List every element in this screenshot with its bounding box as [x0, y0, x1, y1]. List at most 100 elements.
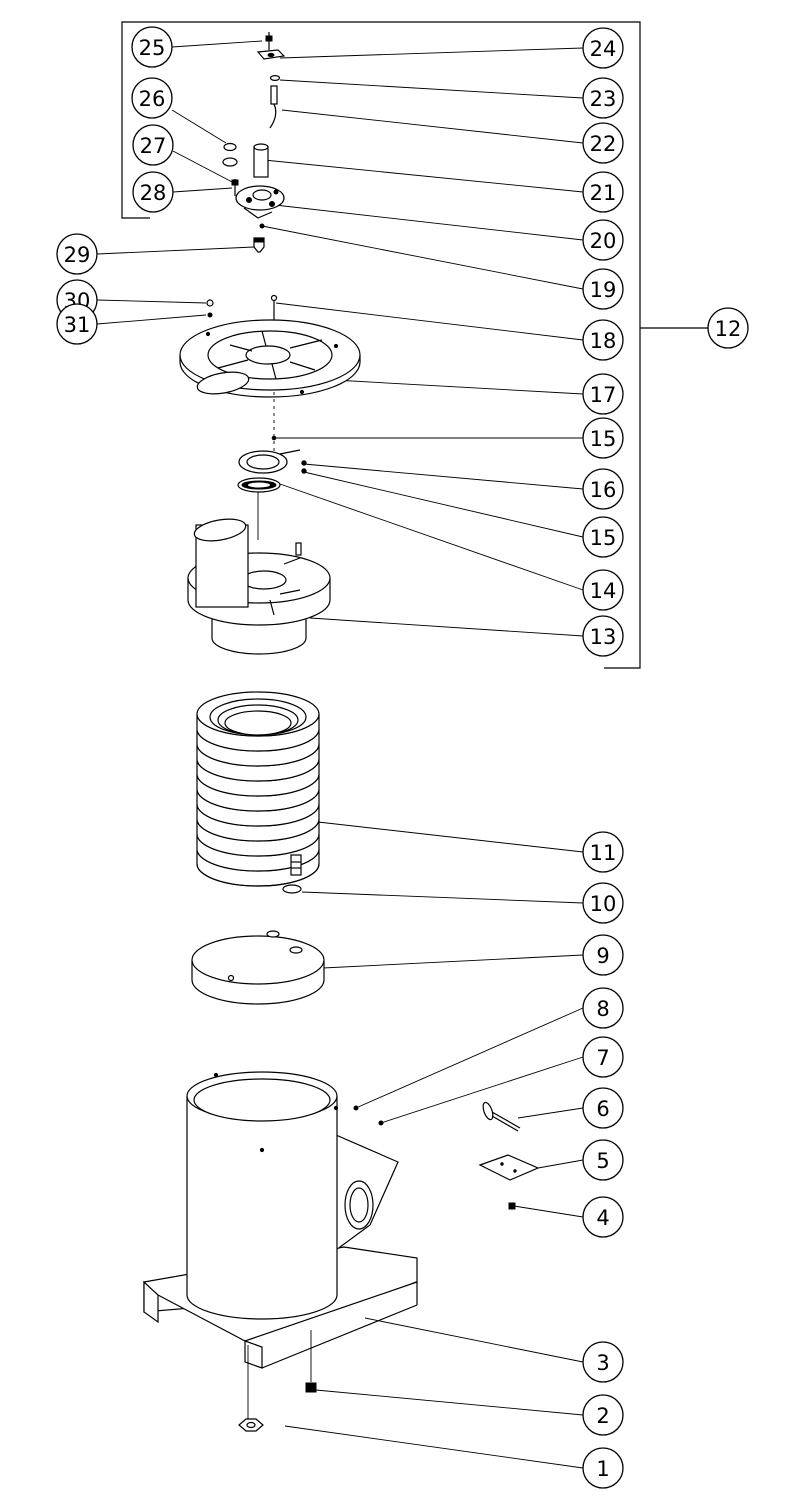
- callout-circle: [582, 831, 624, 873]
- callout-c5: 5: [582, 1139, 624, 1181]
- callout-number: 20: [590, 229, 617, 253]
- callout-number: 29: [64, 243, 91, 267]
- callout-c22: 22: [582, 122, 624, 164]
- callout-circle: [707, 307, 749, 349]
- heat-exchanger-coil: [196, 691, 320, 887]
- callout-circle: [582, 27, 624, 69]
- callout-number: 1: [596, 1457, 609, 1481]
- callout-circle: [582, 1341, 624, 1383]
- coil-inner-ring: [224, 710, 292, 736]
- callout-c6: 6: [582, 1087, 624, 1129]
- callout-c28: 28: [132, 171, 174, 213]
- callout-circle: [582, 569, 624, 611]
- callout-c14: 14: [582, 569, 624, 611]
- callout-number: 24: [590, 37, 617, 61]
- callout-number: 16: [590, 478, 617, 502]
- callout-number: 15: [590, 526, 617, 550]
- callout-c8: 8: [582, 987, 624, 1029]
- callout-number: 7: [596, 1046, 609, 1070]
- square-plate: [478, 1154, 540, 1181]
- callout-number: 9: [596, 944, 609, 968]
- callout-circle: [582, 171, 624, 213]
- callout-c15a: 15: [582, 417, 624, 459]
- callout-c2: 2: [582, 1394, 624, 1436]
- callout-circle: [582, 468, 624, 510]
- callout-number: 31: [64, 313, 91, 337]
- callout-number: 22: [590, 132, 617, 156]
- callout-circle: [582, 516, 624, 558]
- callout-c11: 11: [582, 831, 624, 873]
- callout-labels: 1234567891011121314151615171819202122232…: [56, 26, 749, 1489]
- callout-c3: 3: [582, 1341, 624, 1383]
- callout-c21: 21: [582, 171, 624, 213]
- callout-number: 23: [590, 87, 617, 111]
- fasteners-15-16: [271, 392, 307, 474]
- callout-c18: 18: [582, 319, 624, 361]
- callout-c7: 7: [582, 1036, 624, 1078]
- callout-number: 15: [590, 427, 617, 451]
- leader-lines: [96, 40, 584, 1469]
- callout-number: 26: [139, 87, 166, 111]
- callout-c10: 10: [582, 882, 624, 924]
- callout-circle: [582, 417, 624, 459]
- callout-c27: 27: [132, 124, 174, 166]
- base-fasteners: [238, 1105, 516, 1432]
- callout-circle: [582, 1394, 624, 1436]
- coil-fitting: [282, 854, 302, 894]
- callout-circle: [582, 268, 624, 310]
- burner-plate: [179, 319, 361, 398]
- callout-circle: [582, 1139, 624, 1181]
- callout-number: 17: [590, 383, 617, 407]
- cover-plate: [191, 930, 325, 1005]
- combustion-cylinder: [186, 1071, 339, 1320]
- callout-number: 14: [590, 579, 617, 603]
- callout-circle: [582, 77, 624, 119]
- callout-number: 4: [596, 1206, 609, 1230]
- callout-c20: 20: [582, 219, 624, 261]
- callout-circle: [582, 934, 624, 976]
- callout-c19: 19: [582, 268, 624, 310]
- callout-number: 3: [596, 1351, 609, 1375]
- gasket-ring: [237, 449, 301, 540]
- callout-number: 2: [596, 1404, 609, 1428]
- callout-c29: 29: [56, 233, 98, 275]
- burner-body: [187, 518, 331, 655]
- callout-number: 6: [596, 1097, 609, 1121]
- callout-circle: [132, 171, 174, 213]
- callout-circle: [131, 77, 173, 119]
- callout-number: 12: [715, 317, 742, 341]
- callout-c15b: 15: [582, 516, 624, 558]
- callout-number: 11: [590, 841, 617, 865]
- callout-c25: 25: [131, 26, 173, 68]
- callout-number: 28: [140, 181, 167, 205]
- callout-circle: [582, 219, 624, 261]
- callout-circle: [582, 319, 624, 361]
- callout-number: 19: [590, 278, 617, 302]
- callout-number: 5: [596, 1149, 609, 1173]
- callout-c16: 16: [582, 468, 624, 510]
- callout-number: 18: [590, 329, 617, 353]
- callout-number: 25: [139, 36, 166, 60]
- callout-circle: [582, 122, 624, 164]
- callout-number: 8: [596, 997, 609, 1021]
- callout-c9: 9: [582, 934, 624, 976]
- callout-number: 21: [590, 181, 617, 205]
- callout-c24: 24: [582, 27, 624, 69]
- callout-circle: [582, 1036, 624, 1078]
- callout-circle: [582, 882, 624, 924]
- small-hardware: [206, 32, 286, 328]
- callout-circle: [582, 987, 624, 1029]
- callout-c17: 17: [582, 373, 624, 415]
- callout-c4: 4: [582, 1196, 624, 1238]
- callout-circle: [582, 1196, 624, 1238]
- callout-c13: 13: [582, 615, 624, 657]
- callout-circle: [582, 1087, 624, 1129]
- callout-circle: [56, 303, 98, 345]
- subassembly-bracket: [121, 21, 708, 669]
- callout-c31: 31: [56, 303, 98, 345]
- callout-number: 10: [590, 892, 617, 916]
- callout-circle: [582, 615, 624, 657]
- callout-c12: 12: [707, 307, 749, 349]
- callout-circle: [132, 124, 174, 166]
